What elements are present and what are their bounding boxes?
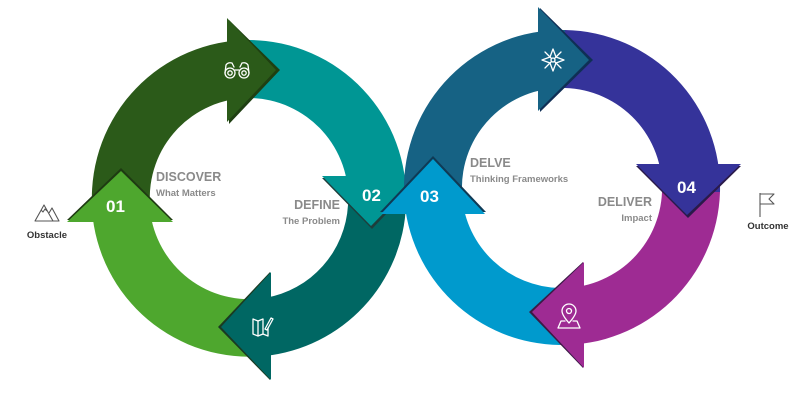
arrowhead-02 xyxy=(322,176,420,226)
arrowhead-01 xyxy=(67,171,173,222)
step-subtitle-define: The Problem xyxy=(282,216,340,227)
binoculars-icon xyxy=(224,62,250,79)
right-loop xyxy=(380,7,741,368)
arc-segment-delve-dark xyxy=(403,29,565,192)
flag-icon xyxy=(759,193,775,217)
arc-segment-deliver-magenta xyxy=(560,192,720,346)
arc-segment-discover-light xyxy=(92,210,265,357)
arc-segment-define-dark xyxy=(265,205,406,356)
step-subtitle-delve: Thinking Frameworks xyxy=(470,174,568,185)
arrowhead-top-right-loop xyxy=(538,7,589,111)
arc-segment-delve-light xyxy=(404,196,560,345)
step-subtitle-deliver: Impact xyxy=(621,213,652,224)
end-label-outcome: Outcome xyxy=(747,221,788,232)
start-label-obstacle: Obstacle xyxy=(27,230,67,241)
compass-star-icon xyxy=(541,48,565,72)
step-title-discover: DISCOVER xyxy=(156,170,221,184)
left-loop xyxy=(67,18,420,380)
step-subtitle-discover: What Matters xyxy=(156,188,216,199)
step-number-02: 02 xyxy=(362,186,381,205)
arc-segment-discover-dark xyxy=(91,39,250,205)
arc-segment-deliver-indigo xyxy=(565,30,721,192)
step-title-define: DEFINE xyxy=(294,198,340,212)
arc-segment-define-light xyxy=(250,40,407,205)
step-title-delve: DELVE xyxy=(470,156,511,170)
location-pin-icon xyxy=(557,303,581,329)
map-pencil-icon xyxy=(252,317,274,337)
step-title-deliver: DELIVER xyxy=(598,195,652,209)
step-number-03: 03 xyxy=(420,187,439,206)
mountain-icon xyxy=(34,204,60,222)
arrowhead-bottom-left-loop xyxy=(221,272,271,380)
step-number-04: 04 xyxy=(677,178,696,197)
arrowhead-top-left-loop-face xyxy=(227,18,276,122)
arrowhead-04 xyxy=(636,164,741,215)
step-number-01: 01 xyxy=(106,197,125,216)
arrowhead-bottom-right-loop xyxy=(532,262,584,368)
arrowhead-03 xyxy=(381,159,485,214)
